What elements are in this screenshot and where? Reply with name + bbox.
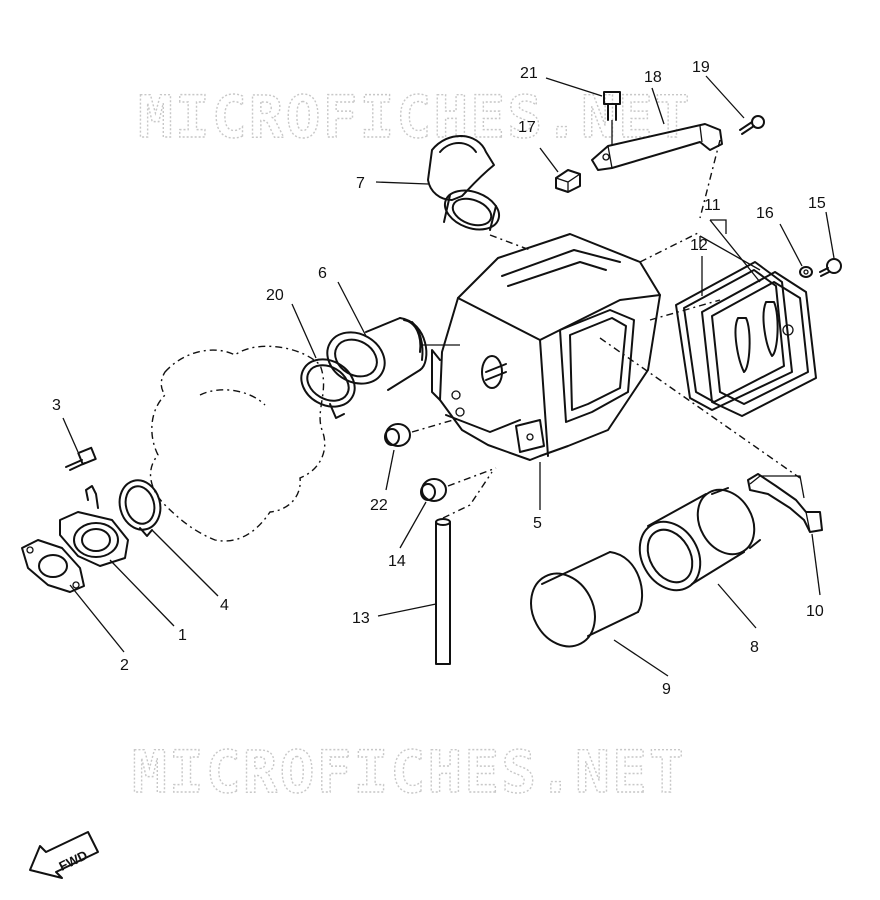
callout-1: 1 [178,627,187,644]
part-15-screw [819,258,842,277]
callout-labels: 1 2 3 4 5 6 7 8 9 10 11 12 13 14 15 16 1… [52,59,826,698]
part-13-pipe [435,471,493,665]
callout-15: 15 [808,195,826,212]
callout-22: 22 [370,497,388,514]
callout-19: 19 [692,59,710,76]
part-8-guide [638,487,761,592]
callout-6: 6 [318,265,327,282]
callout-17: 17 [518,119,536,136]
part-4-clamp [118,479,162,537]
callout-5: 5 [533,515,542,532]
callout-9: 9 [662,681,671,698]
callout-14: 14 [388,553,406,570]
fwd-label: FWD [57,847,90,873]
callout-13: 13 [352,610,370,627]
callout-16: 16 [756,205,774,222]
part-11-cover [701,271,817,417]
callout-12: 12 [690,237,708,254]
callout-2: 2 [120,657,129,674]
engine-phantom-outline [149,345,326,542]
watermark-top: MICROFICHES.NET [138,83,692,151]
callout-7: 7 [356,175,365,192]
callout-10: 10 [806,603,824,620]
fwd-arrow-icon: FWD [29,831,99,879]
part-1-joint [59,485,129,567]
part-10-bracket [747,473,823,533]
callout-20: 20 [266,287,284,304]
part-19-screw [739,115,765,135]
part-16-washer [799,266,813,278]
part-17-cushion [555,169,581,193]
callout-4: 4 [220,597,229,614]
part-14-grommet [420,467,497,502]
callout-18: 18 [644,69,662,86]
callout-3: 3 [52,397,61,414]
part-3-bolt [65,446,97,471]
watermark-bottom: MICROFICHES.NET [132,738,686,806]
leader-lines [62,75,835,677]
part-6-joint [326,317,460,391]
part-18-stay [591,123,723,219]
part-7-duct [427,135,531,251]
part-12-gasket [675,261,793,411]
callout-8: 8 [750,639,759,656]
part-22-grommet [384,417,461,447]
callout-21: 21 [520,65,538,82]
callout-11: 11 [704,197,721,214]
part-2-gasket [21,539,85,593]
part-9-element [530,551,644,648]
part-21-bolt [603,91,621,146]
part-5-airbox [431,231,801,479]
